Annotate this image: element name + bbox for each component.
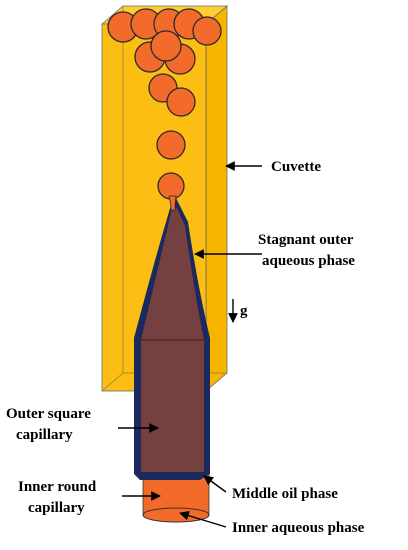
droplet: [157, 172, 185, 200]
outer-square-capillary: [134, 195, 210, 480]
droplets: [107, 8, 222, 200]
inner-aqueous-arrow: [179, 510, 227, 528]
label-outer-square-line2: capillary: [16, 427, 73, 443]
arrows: [118, 161, 262, 528]
label-inner-aqueous: Inner aqueous phase: [232, 520, 365, 536]
label-middle-oil: Middle oil phase: [232, 486, 338, 502]
label-inner-round-line1: Inner round: [18, 479, 97, 495]
pinch-neck: [168, 195, 177, 211]
round-capillary-opening: [142, 507, 210, 523]
cuvette-right-face: [205, 5, 228, 392]
label-inner-round-line2: capillary: [28, 500, 85, 516]
droplet: [166, 87, 196, 117]
label-gravity: g: [240, 303, 248, 319]
middle-oil-arrow: [203, 475, 227, 493]
label-stagnant-line1: Stagnant outer: [258, 232, 354, 248]
droplet: [192, 16, 222, 46]
droplet: [156, 130, 186, 160]
label-outer-square-line1: Outer square: [6, 406, 91, 422]
label-stagnant-line2: aqueous phase: [262, 253, 355, 269]
droplet: [150, 30, 182, 62]
label-cuvette: Cuvette: [271, 159, 321, 175]
